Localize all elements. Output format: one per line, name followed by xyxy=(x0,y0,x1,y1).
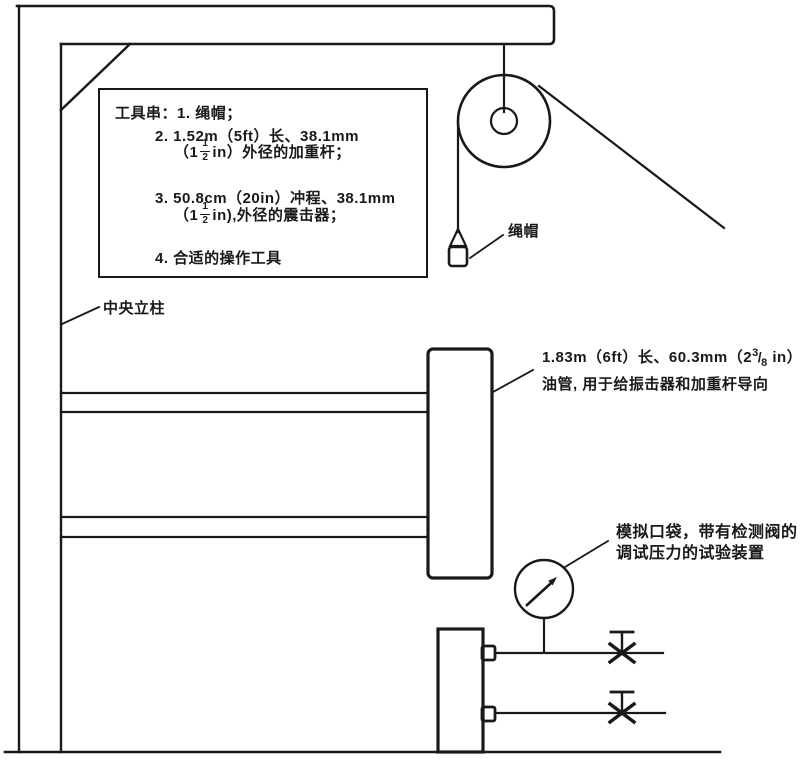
corner-brace xyxy=(59,42,132,112)
item-3-prefix: （1 xyxy=(174,206,199,224)
tool-list-heading: 工具串： xyxy=(115,105,178,122)
center-column-leader-line xyxy=(60,305,101,326)
tubing-leader-line xyxy=(491,368,535,394)
tubing-label-line-1: 1.83m（6ft）长、60.3mm（23/8 in） xyxy=(542,345,800,372)
rope-cap-body xyxy=(447,245,469,268)
gauge-label-line-2: 调试压力的试验装置 xyxy=(616,545,765,562)
manifold-block xyxy=(436,627,485,754)
gauge-needle xyxy=(525,582,552,607)
tubing-fraction-numerator: 3 xyxy=(752,347,759,359)
tool-list-item-3-line-1: 3. 50.8cm（20in）冲程、38.1mm xyxy=(155,190,396,207)
fraction-one-half: 1 2 xyxy=(200,201,211,226)
center-column-label: 中央立柱 xyxy=(103,300,166,317)
fraction-denominator: 2 xyxy=(202,214,209,226)
fraction-numerator: 1 xyxy=(200,201,211,215)
fraction-denominator: 2 xyxy=(202,151,209,163)
tubing-line-1-prefix: 1.83m（6ft）长、60.3mm（2 xyxy=(542,349,753,366)
tool-list-item-3-line-2: （1 1 2 in),外径的震击器； xyxy=(174,201,345,227)
tool-list-item-1: 1. 绳帽； xyxy=(177,105,242,122)
tubing-line-1-suffix: in） xyxy=(767,349,800,366)
tool-list-item-2-line-1: 2. 1.52m（5ft）长、38.1mm xyxy=(155,128,359,145)
rope-cap-leader-line xyxy=(468,233,505,260)
valve-bottom xyxy=(607,690,637,725)
oil-tubing-block xyxy=(426,347,494,580)
valve-top xyxy=(607,630,637,665)
item-3-suffix: in),外径的震击器； xyxy=(212,206,346,224)
tubing-fraction-slash: / xyxy=(757,349,763,365)
gauge-label: 模拟口袋，带有检测阀的 调试压力的试验装置 xyxy=(616,522,798,564)
gauge-label-line-1: 模拟口袋，带有检测阀的 xyxy=(616,524,798,541)
tubing-label: 1.83m（6ft）长、60.3mm（23/8 in） 油管, 用于给振击器和加… xyxy=(542,345,800,397)
gauge-needle-arrowhead xyxy=(548,577,557,586)
fraction-numerator: 1 xyxy=(200,138,211,152)
tubing-fraction-denominator: 8 xyxy=(761,357,768,369)
rope-diagonal xyxy=(537,84,726,230)
tool-list-box: 工具串：1. 绳帽； 2. 1.52m（5ft）长、38.1mm （1 1 2 … xyxy=(98,88,428,278)
tool-list-item-2-line-2: （1 1 2 in）外径的加重杆； xyxy=(174,138,351,164)
item-2-suffix: in）外径的加重杆； xyxy=(212,143,351,161)
tool-list-line-1: 工具串：1. 绳帽； xyxy=(115,102,242,123)
rope-cap-label: 绳帽 xyxy=(508,223,540,240)
gauge-leader-line xyxy=(563,539,610,569)
rope-cap-top xyxy=(448,226,468,248)
top-beam xyxy=(15,4,556,46)
fraction-one-half: 1 2 xyxy=(200,138,211,163)
tool-list-item-4: 4. 合适的操作工具 xyxy=(155,250,282,267)
tubing-label-line-2: 油管, 用于给振击器和加重杆导向 xyxy=(542,376,769,393)
pulley-hub xyxy=(489,106,519,136)
pulley-wheel xyxy=(456,73,552,169)
item-2-prefix: （1 xyxy=(174,143,199,161)
